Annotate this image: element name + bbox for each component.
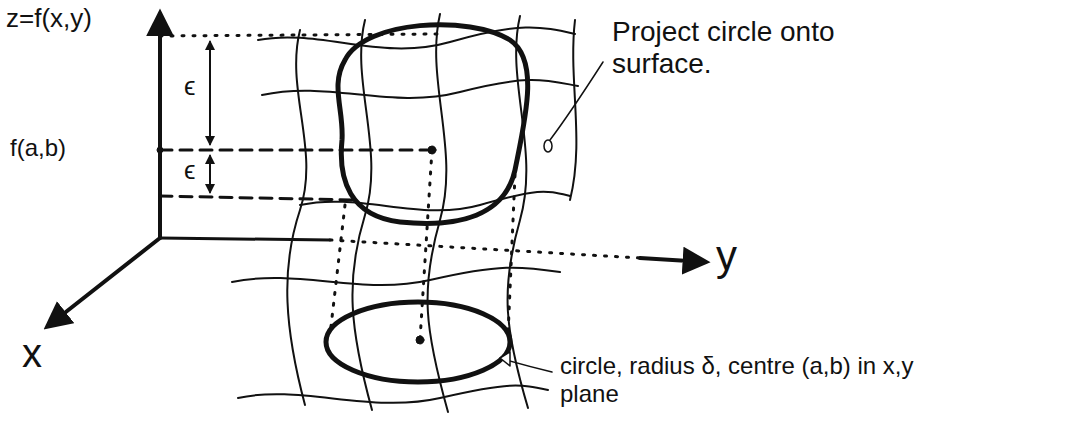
axis-label: x <box>22 330 42 376</box>
annotation-note: Project circle onto surface. <box>612 16 912 80</box>
axis-label: y <box>716 232 737 280</box>
axis-function-label: z=f(x,y) <box>6 4 92 34</box>
epsilon-label: ϵ <box>184 156 196 186</box>
annotation-note: circle, radius δ, centre (a,b) in x,y pl… <box>560 352 940 407</box>
epsilon-label: ϵ <box>184 72 196 102</box>
value-label: f(a,b) <box>10 134 66 162</box>
